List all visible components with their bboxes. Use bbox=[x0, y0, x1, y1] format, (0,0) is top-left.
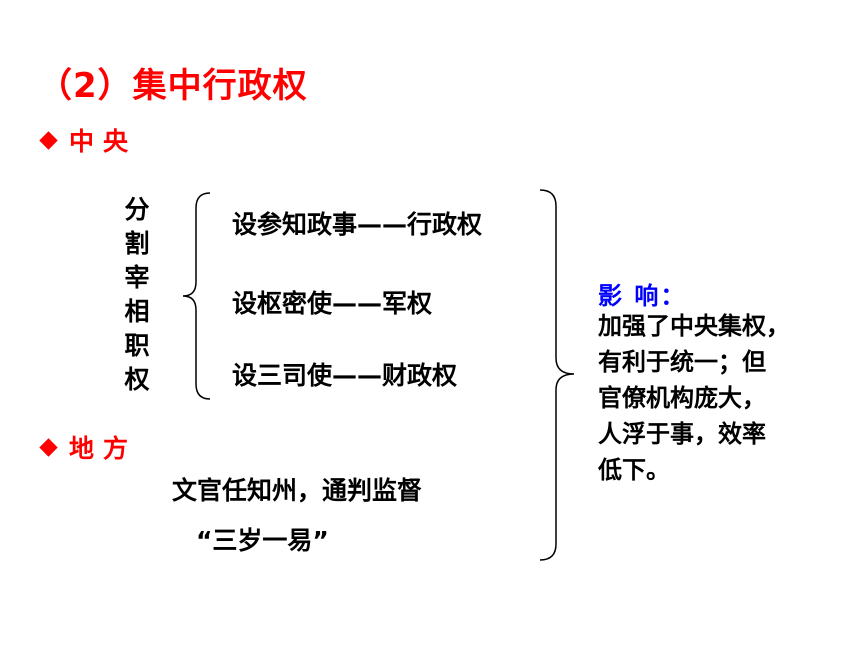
central-item-canzhi: 设参知政事——行政权 bbox=[232, 210, 483, 239]
section-local: 地方 bbox=[39, 429, 138, 465]
section-local-label: 地方 bbox=[69, 434, 138, 463]
diamond-bullet-icon bbox=[39, 437, 58, 457]
local-line-three-years: “三岁一易” bbox=[196, 526, 329, 555]
impact-line: 有利于统一；但 bbox=[598, 348, 766, 376]
impact-line: 低下。 bbox=[598, 456, 670, 484]
impact-line: 人浮于事，效率 bbox=[598, 420, 766, 448]
page-title: （2）集中行政权 bbox=[38, 66, 308, 106]
central-items-brace bbox=[182, 192, 211, 400]
vertical-text-split-chancellor: 分割宰相职权 bbox=[124, 195, 150, 394]
section-central-label: 中央 bbox=[69, 127, 138, 156]
impact-line: 加强了中央集权， bbox=[598, 312, 790, 340]
measures-impact-brace bbox=[539, 189, 575, 561]
section-central: 中央 bbox=[39, 122, 138, 158]
impact-heading: 影 响： bbox=[598, 282, 687, 310]
central-item-shumi: 设枢密使——军权 bbox=[232, 289, 433, 318]
local-line-zhizhou: 文官任知州，通判监督 bbox=[172, 476, 423, 505]
central-item-sansi: 设三司使——财政权 bbox=[232, 361, 458, 390]
impact-body: 加强了中央集权， 有利于统一；但 官僚机构庞大， 人浮于事，效率 低下。 bbox=[598, 308, 828, 488]
impact-line: 官僚机构庞大， bbox=[598, 384, 766, 412]
